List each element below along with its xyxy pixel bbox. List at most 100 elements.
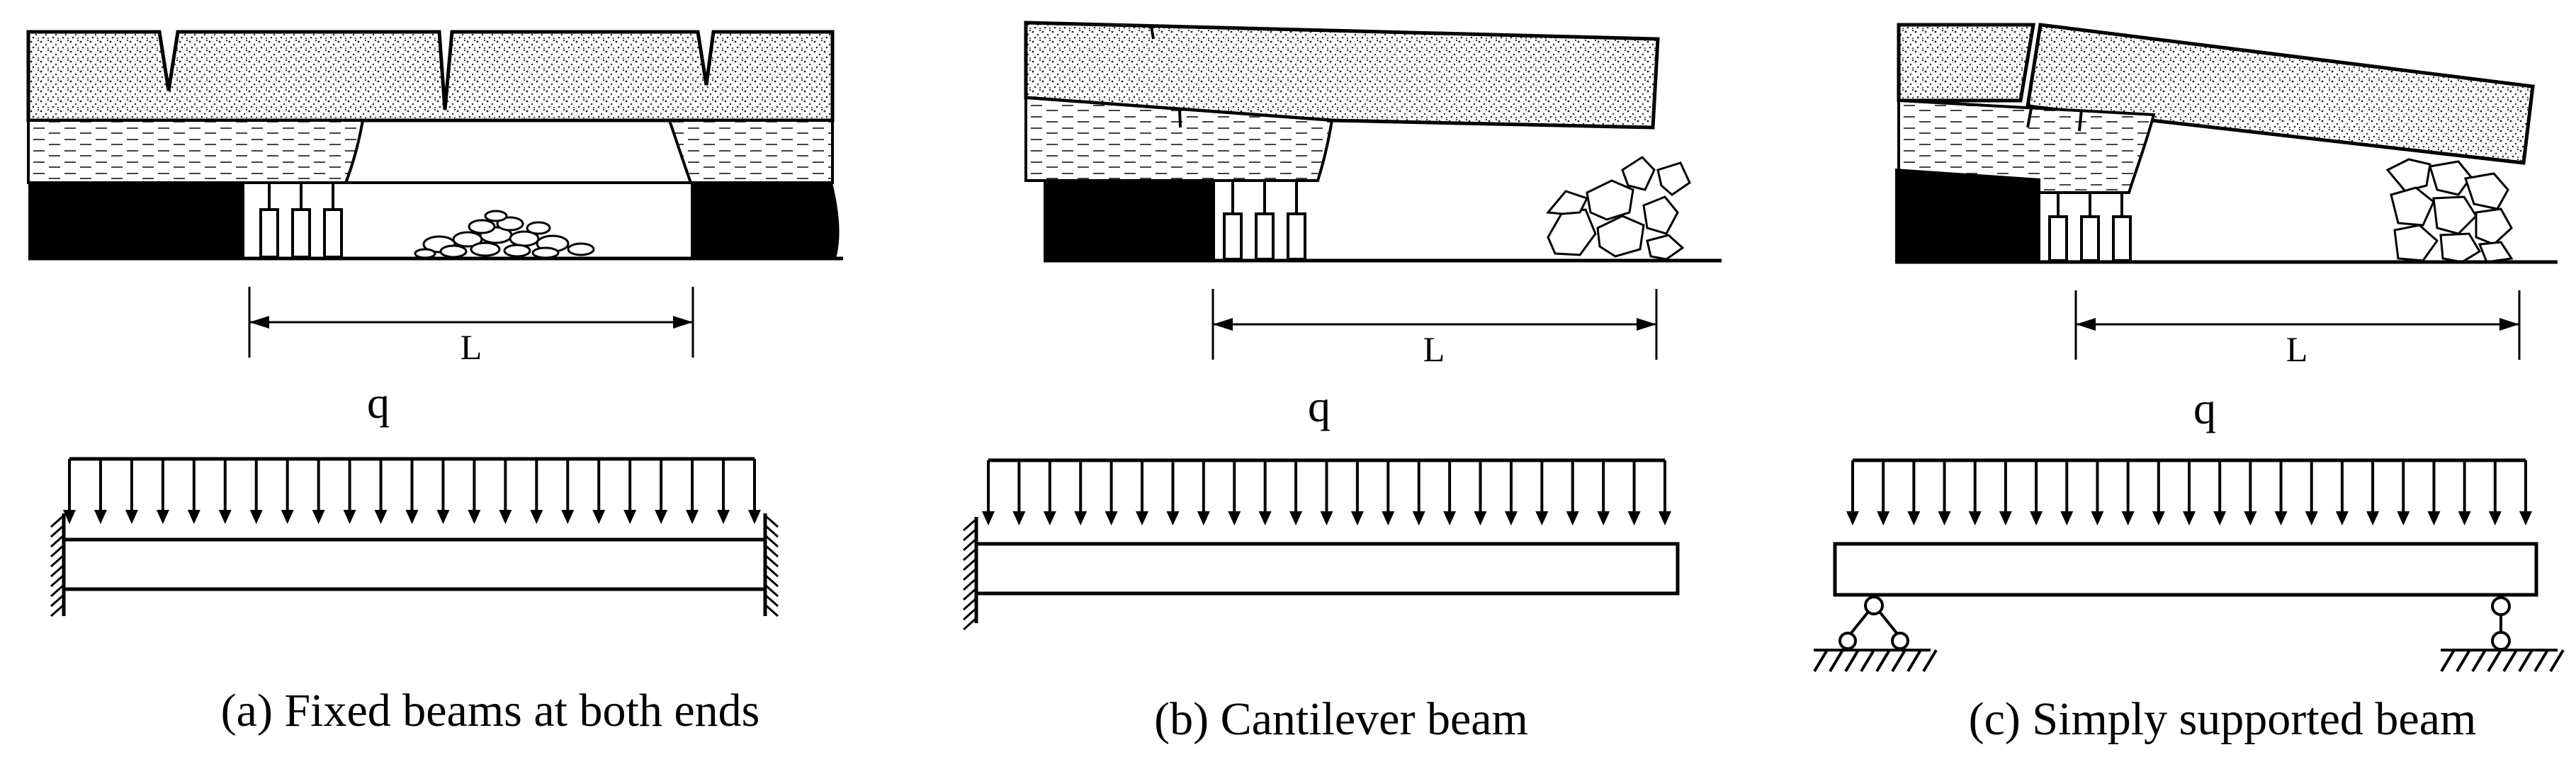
load-arrow <box>1474 460 1487 525</box>
load-arrow <box>561 459 575 524</box>
load-arrow <box>2091 460 2104 525</box>
load-arrow <box>2060 460 2074 525</box>
load-arrow <box>1289 460 1303 525</box>
load-arrow <box>125 459 138 524</box>
load-arrow <box>218 459 232 524</box>
load-arrow <box>623 459 637 524</box>
load-arrow <box>1597 460 1610 525</box>
load-arrow <box>2488 460 2502 525</box>
load-arrow <box>1350 460 1364 525</box>
panel-a-load-label: q <box>367 377 390 428</box>
load-arrow <box>1968 460 1982 525</box>
load-arrow <box>655 459 668 524</box>
load-arrow <box>1566 460 1579 525</box>
load-arrow <box>499 459 512 524</box>
panel-c-load-label: q <box>2193 383 2216 433</box>
load-arrow <box>1877 460 1890 525</box>
panel-b-main-roof <box>1024 21 1660 130</box>
load-arrow <box>1197 460 1210 525</box>
load-arrow <box>1043 460 1056 525</box>
load-arrow <box>2244 460 2257 525</box>
load-arrow <box>1846 460 1859 525</box>
panel-b-immediate-roof <box>1024 96 1334 182</box>
load-arrow <box>249 459 263 524</box>
load-arrow <box>1443 460 1457 525</box>
panel-b-load-label: q <box>1308 381 1331 431</box>
panel-b-caption: (b) Cantilever beam <box>1154 693 1528 745</box>
load-arrow <box>2397 460 2410 525</box>
panel-b-coal <box>1044 181 1215 261</box>
load-arrow <box>1535 460 1549 525</box>
panel-b-distributed-load <box>982 458 1671 525</box>
load-arrow <box>2458 460 2471 525</box>
load-arrow <box>2274 460 2288 525</box>
load-arrow <box>2152 460 2165 525</box>
load-arrow <box>1627 460 1641 525</box>
panel-a-beam <box>62 537 767 591</box>
panel-b-hydraulic-supports <box>1223 181 1306 261</box>
load-arrow <box>1105 460 1118 525</box>
load-arrow <box>1074 460 1088 525</box>
load-arrow <box>2305 460 2318 525</box>
panel-a: L q (a) Fixed beams at both ends <box>26 30 843 736</box>
panel-c-strata <box>1895 23 2558 264</box>
panel-a-span-label: L <box>461 327 482 367</box>
panel-b-fixed-support <box>963 517 978 631</box>
load-arrow <box>1166 460 1180 525</box>
panel-c-roller-support <box>2440 596 2565 673</box>
load-arrow <box>1382 460 1395 525</box>
load-arrow <box>1504 460 1518 525</box>
panel-b-span-dimension <box>1211 289 1658 360</box>
load-arrow <box>1907 460 1921 525</box>
panel-a-fixed-support-left <box>50 513 66 617</box>
panel-b-span-label: L <box>1423 329 1445 369</box>
panel-a-caved-rubble <box>414 210 595 259</box>
panel-a-fixed-support-right <box>763 513 779 617</box>
load-arrow <box>2183 460 2196 525</box>
load-arrow <box>1228 460 1241 525</box>
panel-c: L q (c) Simply supported beam <box>1813 23 2565 745</box>
panel-c-distributed-load <box>1846 458 2532 525</box>
load-arrow <box>281 459 294 524</box>
load-arrow <box>187 459 200 524</box>
load-arrow <box>2519 460 2532 525</box>
load-arrow <box>374 459 388 524</box>
load-arrow <box>2213 460 2227 525</box>
load-arrow <box>312 459 325 524</box>
panel-a-hydraulic-supports <box>259 183 343 258</box>
load-arrow <box>530 459 543 524</box>
load-arrow <box>2121 460 2135 525</box>
load-arrow <box>1320 460 1333 525</box>
load-arrow <box>686 459 699 524</box>
load-arrow <box>63 459 76 524</box>
load-arrow <box>2335 460 2349 525</box>
load-arrow <box>592 459 606 524</box>
load-arrow <box>1999 460 2012 525</box>
panel-a-caption: (a) Fixed beams at both ends <box>221 685 760 736</box>
load-arrow <box>436 459 450 524</box>
load-arrow <box>1938 460 1951 525</box>
panel-a-main-roof <box>26 30 835 123</box>
panel-a-immediate-roof-right <box>667 119 834 184</box>
panel-c-main-roof-left <box>1897 23 2035 103</box>
panel-c-span-dimension <box>2074 290 2521 360</box>
load-arrow <box>748 459 761 524</box>
panel-c-span-label: L <box>2286 329 2308 369</box>
load-arrow <box>1258 460 1272 525</box>
panel-a-span-dimension <box>248 287 694 358</box>
panel-b: L q (b) Cantilever beam <box>963 21 1722 745</box>
load-arrow <box>405 459 419 524</box>
panel-a-immediate-roof-left <box>27 119 365 184</box>
panel-c-coal <box>1895 169 2040 262</box>
panel-b-strata <box>1024 21 1722 263</box>
load-arrow <box>2030 460 2043 525</box>
load-arrow <box>2366 460 2380 525</box>
panel-c-immediate-roof <box>1897 98 2156 194</box>
load-arrow <box>2427 460 2441 525</box>
panel-a-strata <box>26 30 843 261</box>
load-arrow <box>1412 460 1425 525</box>
panel-b-beam <box>974 542 1680 596</box>
load-arrow <box>1012 460 1026 525</box>
panel-a-coal-right <box>691 183 840 258</box>
